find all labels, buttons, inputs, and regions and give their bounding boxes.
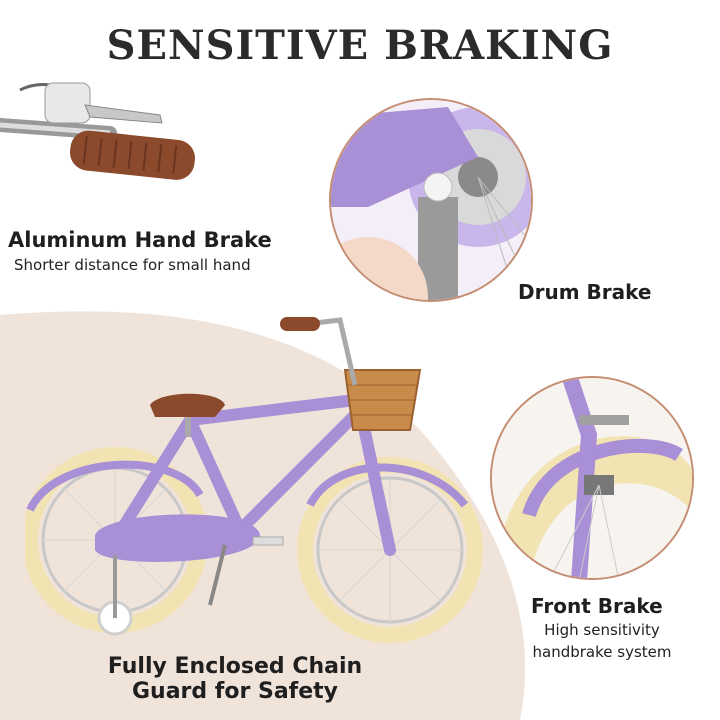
- front-brake-title: Front Brake: [531, 594, 663, 618]
- drum-brake-title: Drum Brake: [518, 280, 652, 304]
- chain-guard-title-line1: Fully Enclosed Chain: [107, 654, 363, 679]
- chain-guard-title-line2: Guard for Safety: [131, 679, 339, 704]
- front-brake-image: [490, 376, 694, 580]
- hand-brake-subtitle: Shorter distance for small hand: [14, 256, 251, 274]
- page-title: SENSITIVE BRAKING: [106, 22, 614, 69]
- hand-brake-image: [0, 82, 195, 180]
- hand-brake-title: Aluminum Hand Brake: [8, 228, 272, 252]
- bicycle-image: [25, 317, 483, 643]
- front-brake-subtitle-line1: High sensitivity: [544, 621, 660, 639]
- drum-brake-image: [329, 98, 533, 302]
- front-brake-subtitle-line2: handbrake system: [532, 643, 672, 661]
